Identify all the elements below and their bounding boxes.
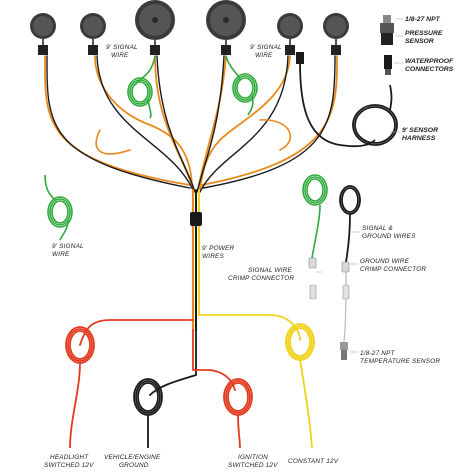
label-signal-wire-left-top-2: WIRE (111, 52, 129, 59)
harness-wires (44, 55, 338, 396)
connector-icon (296, 52, 304, 64)
label-constant: CONSTANT 12V (288, 458, 339, 465)
label-signal-ground-2: GROUND WIRES (362, 233, 416, 240)
label-sensor-harness-2: HARNESS (402, 135, 436, 142)
power-coils (65, 323, 315, 449)
connector-icon (384, 55, 392, 75)
label-waterproof-1: WATERPROOF (405, 58, 454, 65)
label-power-wires-2: WIRES (202, 253, 224, 260)
leader-lines (316, 18, 404, 353)
label-waterproof-2: CONNECTORS (405, 66, 454, 73)
gauge-icon (30, 13, 56, 55)
label-headlight-1: HEADLIGHT (50, 454, 89, 461)
temperature-sensor-icon (340, 342, 348, 360)
label-pressure-sensor-1: PRESSURE (405, 30, 443, 37)
pressure-sensor-icon (380, 15, 394, 45)
gauges (30, 0, 349, 55)
label-ignition-1: IGNITION (238, 454, 268, 461)
label-headlight-2: SWITCHED 12V (44, 462, 94, 469)
crimp-connector-icon (308, 257, 317, 300)
gauge-icon (80, 13, 106, 55)
label-signal-crimp-1: SIGNAL WIRE (248, 267, 293, 274)
gauge-icon (277, 13, 303, 55)
label-ground-crimp-2: CRIMP CONNECTOR (360, 266, 426, 273)
label-pressure-sensor-2: SENSOR (405, 38, 434, 45)
label-ignition-2: SWITCHED 12V (228, 462, 278, 469)
label-vehicle-ground-2: GROUND (119, 462, 149, 469)
crimp-connector-icon (341, 261, 350, 300)
label-signal-wire-right-top-1: 9' SIGNAL (250, 44, 282, 51)
label-sensor-harness-1: 9' SENSOR (402, 127, 438, 134)
label-power-wires-1: 9' POWER (202, 245, 234, 252)
sensor-harness (299, 61, 398, 263)
label-temp-sensor-1: 1/8-27 NPT (360, 350, 396, 357)
label-signal-crimp-2: CRIMP CONNECTOR (228, 275, 294, 282)
label-signal-wire-left-mid-1: 9' SIGNAL (52, 243, 84, 250)
gauge-icon (206, 0, 246, 55)
label-signal-wire-right-top-2: WIRE (255, 52, 273, 59)
labels: 9' SIGNAL WIRE 9' SIGNAL WIRE 9' SIGNAL … (44, 16, 454, 469)
label-signal-wire-left-top-1: 9' SIGNAL (106, 44, 138, 51)
label-ground-crimp-1: GROUND WIRE (360, 258, 410, 265)
gauge-icon (135, 0, 175, 55)
label-vehicle-ground-1: VEHICLE/ENGINE (104, 454, 161, 461)
label-temp-sensor-2: TEMPERATURE SENSOR (360, 358, 440, 365)
label-signal-wire-left-mid-2: WIRE (52, 251, 70, 258)
gauge-icon (323, 13, 349, 55)
label-npt-top: 1/8-27 NPT (405, 16, 441, 23)
label-signal-ground-1: SIGNAL & (362, 225, 393, 232)
temperature-sensor-lead (343, 269, 347, 343)
signal-wire-coils (44, 55, 328, 259)
